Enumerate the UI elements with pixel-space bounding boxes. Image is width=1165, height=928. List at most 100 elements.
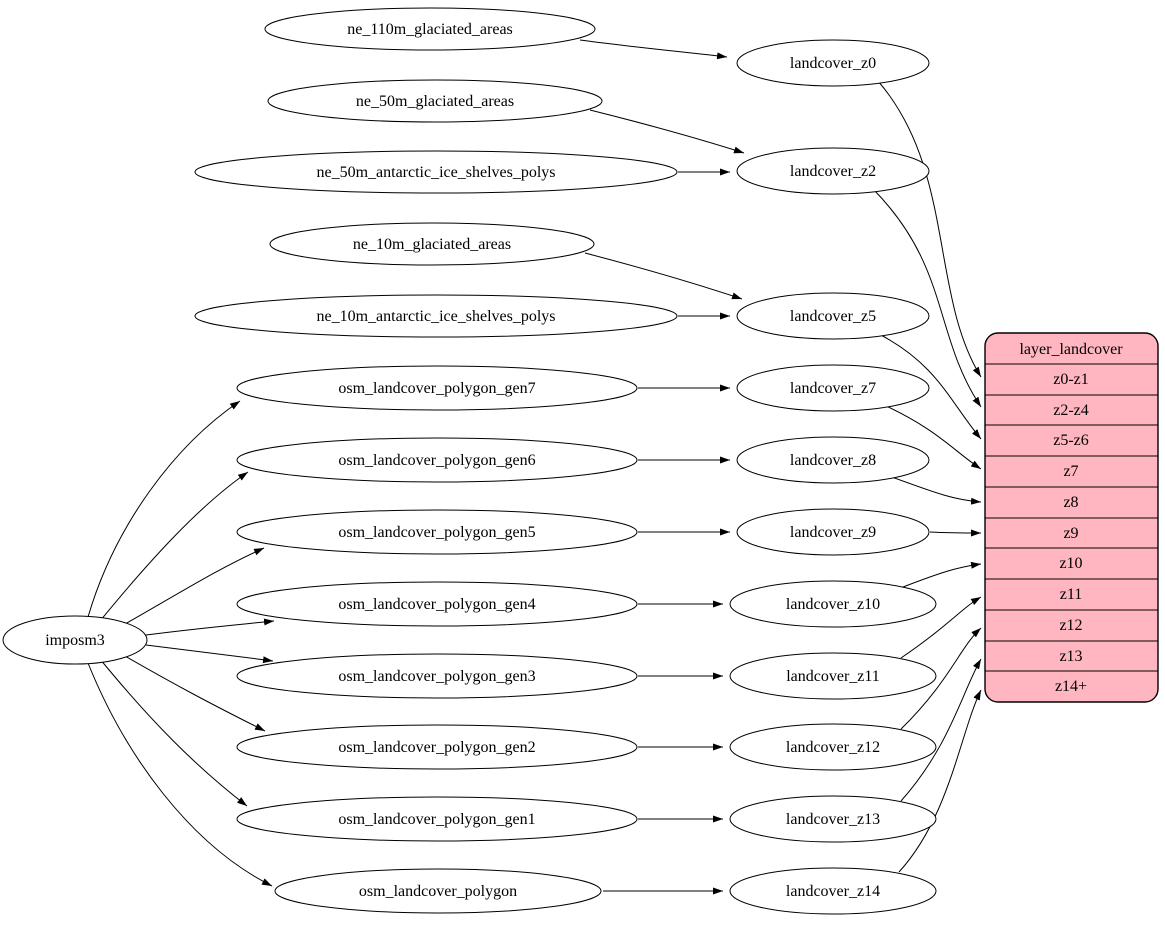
table-row-z0-z1: z0-z1 (1053, 371, 1089, 388)
node-ne-110m-glaciated-areas: ne_110m_glaciated_areas (264, 7, 596, 51)
edge-imposm3-to-osm-landcover-polygon-gen6 (99, 471, 249, 622)
node-osm-landcover-polygon-shape (274, 868, 602, 914)
node-landcover-z9-shape (736, 508, 930, 556)
node-landcover-z5: landcover_z5 (736, 292, 930, 340)
table-row-z12: z12 (1059, 617, 1082, 634)
table-row-z14plus: z14+ (1055, 678, 1087, 695)
node-landcover-z11: landcover_z11 (729, 652, 937, 700)
node-landcover-z10-label: landcover_z10 (786, 596, 880, 613)
node-ne-10m-glaciated-areas-label: ne_10m_glaciated_areas (353, 236, 511, 253)
node-landcover-z2-shape (736, 147, 930, 195)
edge-landcover-z9-to-row-z9 (929, 529, 982, 537)
node-osm-landcover-polygon-gen6: osm_landcover_polygon_gen6 (236, 437, 638, 483)
table-row-z5-z6: z5-z6 (1053, 432, 1089, 449)
node-osm-landcover-polygon-gen4: osm_landcover_polygon_gen4 (236, 581, 638, 627)
edges-sources (579, 39, 745, 895)
node-ne-50m-glaciated-areas-label: ne_50m_glaciated_areas (356, 93, 514, 110)
node-ne-110m-glaciated-areas-shape (264, 7, 596, 51)
edge-landcover-z0-to-row-z0-z1 (877, 80, 982, 378)
node-landcover-z2-label: landcover_z2 (790, 163, 876, 180)
node-imposm3: imposm3 (2, 615, 148, 665)
edge-ne-10m-glaciated-areas-to-landcover-z5 (584, 252, 743, 300)
node-landcover-z12: landcover_z12 (729, 723, 937, 771)
table-row-z9: z9 (1063, 525, 1078, 542)
node-osm-landcover-polygon-gen3-shape (236, 653, 638, 699)
node-osm-landcover-polygon-gen2-shape (236, 724, 638, 770)
node-ne-10m-glaciated-areas: ne_10m_glaciated_areas (269, 222, 595, 266)
node-ne-10m-antarctic-ice-shelves-polys-shape (194, 294, 678, 338)
node-landcover-z12-shape (729, 723, 937, 771)
table-layer-landcover: layer_landcover z0-z1 z2-z4 z5-z6 z7 z8 … (984, 332, 1159, 703)
node-ne-10m-glaciated-areas-shape (269, 222, 595, 266)
node-osm-landcover-polygon-gen6-shape (236, 437, 638, 483)
node-ne-50m-glaciated-areas: ne_50m_glaciated_areas (267, 79, 603, 123)
edge-landcover-z11-to-row-z11 (900, 596, 982, 659)
node-osm-landcover-polygon: osm_landcover_polygon (274, 868, 602, 914)
node-ne-50m-glaciated-areas-shape (267, 79, 603, 123)
edge-landcover-z13-to-row-z13 (900, 658, 982, 802)
table-row-z2-z4: z2-z4 (1053, 402, 1089, 419)
edge-imposm3-to-osm-landcover-polygon (87, 662, 273, 887)
node-landcover-z8: landcover_z8 (736, 436, 930, 484)
table-row-z13: z13 (1059, 648, 1082, 665)
edge-landcover-z7-to-row-z7 (883, 404, 982, 470)
node-osm-landcover-polygon-gen7-label: osm_landcover_polygon_gen7 (338, 380, 535, 397)
edge-ne-50m-glaciated-areas-to-landcover-z2 (589, 109, 745, 154)
node-landcover-z5-label: landcover_z5 (790, 308, 876, 325)
table-title: layer_landcover (1019, 341, 1123, 358)
node-osm-landcover-polygon-gen1-label: osm_landcover_polygon_gen1 (338, 811, 535, 828)
table-row-z8: z8 (1063, 494, 1078, 511)
node-osm-landcover-polygon-gen7: osm_landcover_polygon_gen7 (236, 365, 638, 411)
edges-to-layer-table (873, 80, 982, 873)
node-osm-landcover-polygon-gen3: osm_landcover_polygon_gen3 (236, 653, 638, 699)
node-ne-10m-antarctic-ice-shelves-polys-label: ne_10m_antarctic_ice_shelves_polys (316, 308, 555, 325)
edge-landcover-z14-to-row-z14 (898, 689, 982, 873)
node-landcover-z8-label: landcover_z8 (790, 452, 876, 469)
node-osm-landcover-polygon-gen3-label: osm_landcover_polygon_gen3 (338, 668, 535, 685)
node-osm-landcover-polygon-gen4-shape (236, 581, 638, 627)
node-landcover-z5-shape (736, 292, 930, 340)
node-osm-landcover-polygon-gen5-label: osm_landcover_polygon_gen5 (338, 524, 535, 541)
node-landcover-z9-label: landcover_z9 (790, 524, 876, 541)
table-row-z7: z7 (1063, 463, 1078, 480)
node-osm-landcover-polygon-gen1: osm_landcover_polygon_gen1 (236, 796, 638, 842)
node-landcover-z8-shape (736, 436, 930, 484)
node-osm-landcover-polygon-gen1-shape (236, 796, 638, 842)
table-row-z11: z11 (1060, 586, 1083, 603)
node-landcover-z10-shape (729, 580, 937, 628)
edge-landcover-z12-to-row-z12 (900, 627, 982, 730)
node-osm-landcover-polygon-gen5: osm_landcover_polygon_gen5 (236, 509, 638, 555)
node-ne-10m-antarctic-ice-shelves-polys: ne_10m_antarctic_ice_shelves_polys (194, 294, 678, 338)
node-osm-landcover-polygon-gen5-shape (236, 509, 638, 555)
node-landcover-z13: landcover_z13 (729, 795, 937, 843)
table-row-z10: z10 (1059, 555, 1082, 572)
edge-imposm3-to-osm-landcover-polygon-gen5 (117, 547, 265, 629)
node-osm-landcover-polygon-gen2-label: osm_landcover_polygon_gen2 (338, 739, 535, 756)
edge-ne-110m-glaciated-areas-to-landcover-z0 (579, 39, 728, 60)
node-osm-landcover-polygon-gen6-label: osm_landcover_polygon_gen6 (338, 452, 535, 469)
node-landcover-z9: landcover_z9 (736, 508, 930, 556)
edge-imposm3-to-osm-landcover-polygon-gen3 (145, 644, 274, 664)
node-landcover-z12-label: landcover_z12 (786, 739, 880, 756)
node-landcover-z0-shape (736, 39, 930, 87)
node-ne-110m-glaciated-areas-label: ne_110m_glaciated_areas (347, 21, 513, 38)
node-osm-landcover-polygon-gen4-label: osm_landcover_polygon_gen4 (338, 596, 535, 613)
node-landcover-z0-label: landcover_z0 (790, 55, 876, 72)
edge-landcover-z10-to-row-z10 (902, 561, 982, 588)
node-osm-landcover-polygon-label: osm_landcover_polygon (359, 883, 517, 900)
node-landcover-z7-shape (736, 364, 930, 412)
edge-imposm3-to-osm-landcover-polygon-gen4 (145, 618, 275, 636)
node-landcover-z14: landcover_z14 (729, 867, 937, 915)
node-landcover-z7-label: landcover_z7 (790, 380, 876, 397)
node-landcover-z0: landcover_z0 (736, 39, 930, 87)
edge-landcover-z2-to-row-z2-z4 (873, 189, 982, 408)
node-landcover-z13-shape (729, 795, 937, 843)
node-landcover-z14-label: landcover_z14 (786, 883, 880, 900)
node-landcover-z11-shape (729, 652, 937, 700)
node-imposm3-label: imposm3 (45, 632, 105, 649)
node-ne-50m-antarctic-ice-shelves-polys: ne_50m_antarctic_ice_shelves_polys (194, 150, 678, 194)
edge-imposm3-to-osm-landcover-polygon-gen1 (99, 658, 248, 807)
node-imposm3-shape (2, 615, 148, 665)
